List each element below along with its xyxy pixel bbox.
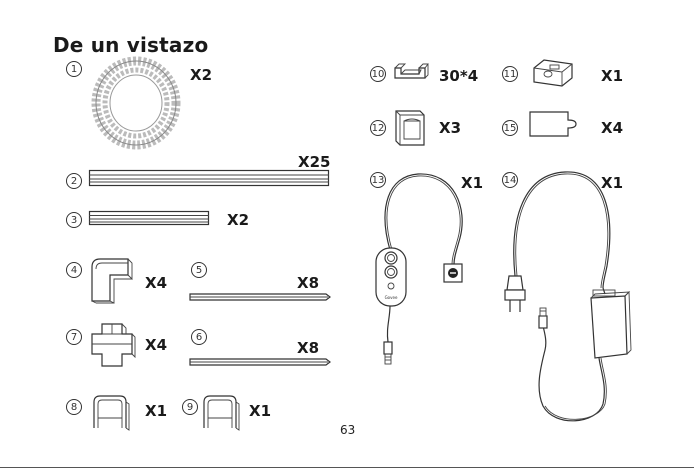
item-qty-7: X4 — [145, 336, 167, 354]
item-number-15: 15 — [502, 120, 518, 136]
end-cap-icon — [198, 392, 242, 432]
item-number-6: 6 — [191, 329, 207, 345]
item-qty-3: X2 — [227, 211, 249, 229]
diffuser-strip-icon — [190, 358, 332, 366]
power-adapter-icon — [495, 166, 635, 428]
item-qty-4: X4 — [145, 274, 167, 292]
short-channel-icon — [89, 211, 211, 227]
page-number: 63 — [340, 423, 355, 437]
item-qty-8: X1 — [145, 402, 167, 420]
connector-block-icon — [530, 58, 576, 88]
item-number-10: 10 — [370, 66, 386, 82]
item-number-8: 8 — [66, 399, 82, 415]
diffuser-strip-icon — [190, 293, 332, 301]
item-number-12: 12 — [370, 120, 386, 136]
item-number-5: 5 — [191, 262, 207, 278]
item-number-11: 11 — [502, 66, 518, 82]
corner-connector-icon — [88, 255, 134, 305]
adhesive-pad-icon — [528, 110, 584, 140]
controller-cable-icon: Govee — [368, 168, 468, 383]
page-title: De un vistazo — [53, 33, 208, 57]
t-connector-icon — [88, 320, 138, 370]
item-qty-11: X1 — [601, 67, 623, 85]
item-qty-12: X3 — [439, 119, 461, 137]
clamp-icon — [392, 105, 428, 149]
item-number-7: 7 — [66, 329, 82, 345]
item-number-4: 4 — [66, 262, 82, 278]
long-channel-icon — [89, 170, 331, 188]
item-number-2: 2 — [66, 173, 82, 189]
item-number-9: 9 — [182, 399, 198, 415]
item-qty-9: X1 — [249, 402, 271, 420]
controller-logo: Govee — [385, 295, 398, 300]
item-number-1: 1 — [66, 61, 82, 77]
bottom-divider — [0, 467, 694, 468]
item-qty-6: X8 — [297, 339, 319, 357]
item-qty-1: X2 — [190, 66, 212, 84]
mounting-clip-icon — [393, 62, 429, 86]
end-cap-icon — [88, 392, 132, 432]
item-number-3: 3 — [66, 212, 82, 228]
item-qty-15: X4 — [601, 119, 623, 137]
item-qty-2: X25 — [298, 153, 330, 171]
led-strip-reel-icon — [92, 56, 182, 151]
item-qty-10: 30*4 — [439, 67, 478, 85]
item-qty-5: X8 — [297, 274, 319, 292]
